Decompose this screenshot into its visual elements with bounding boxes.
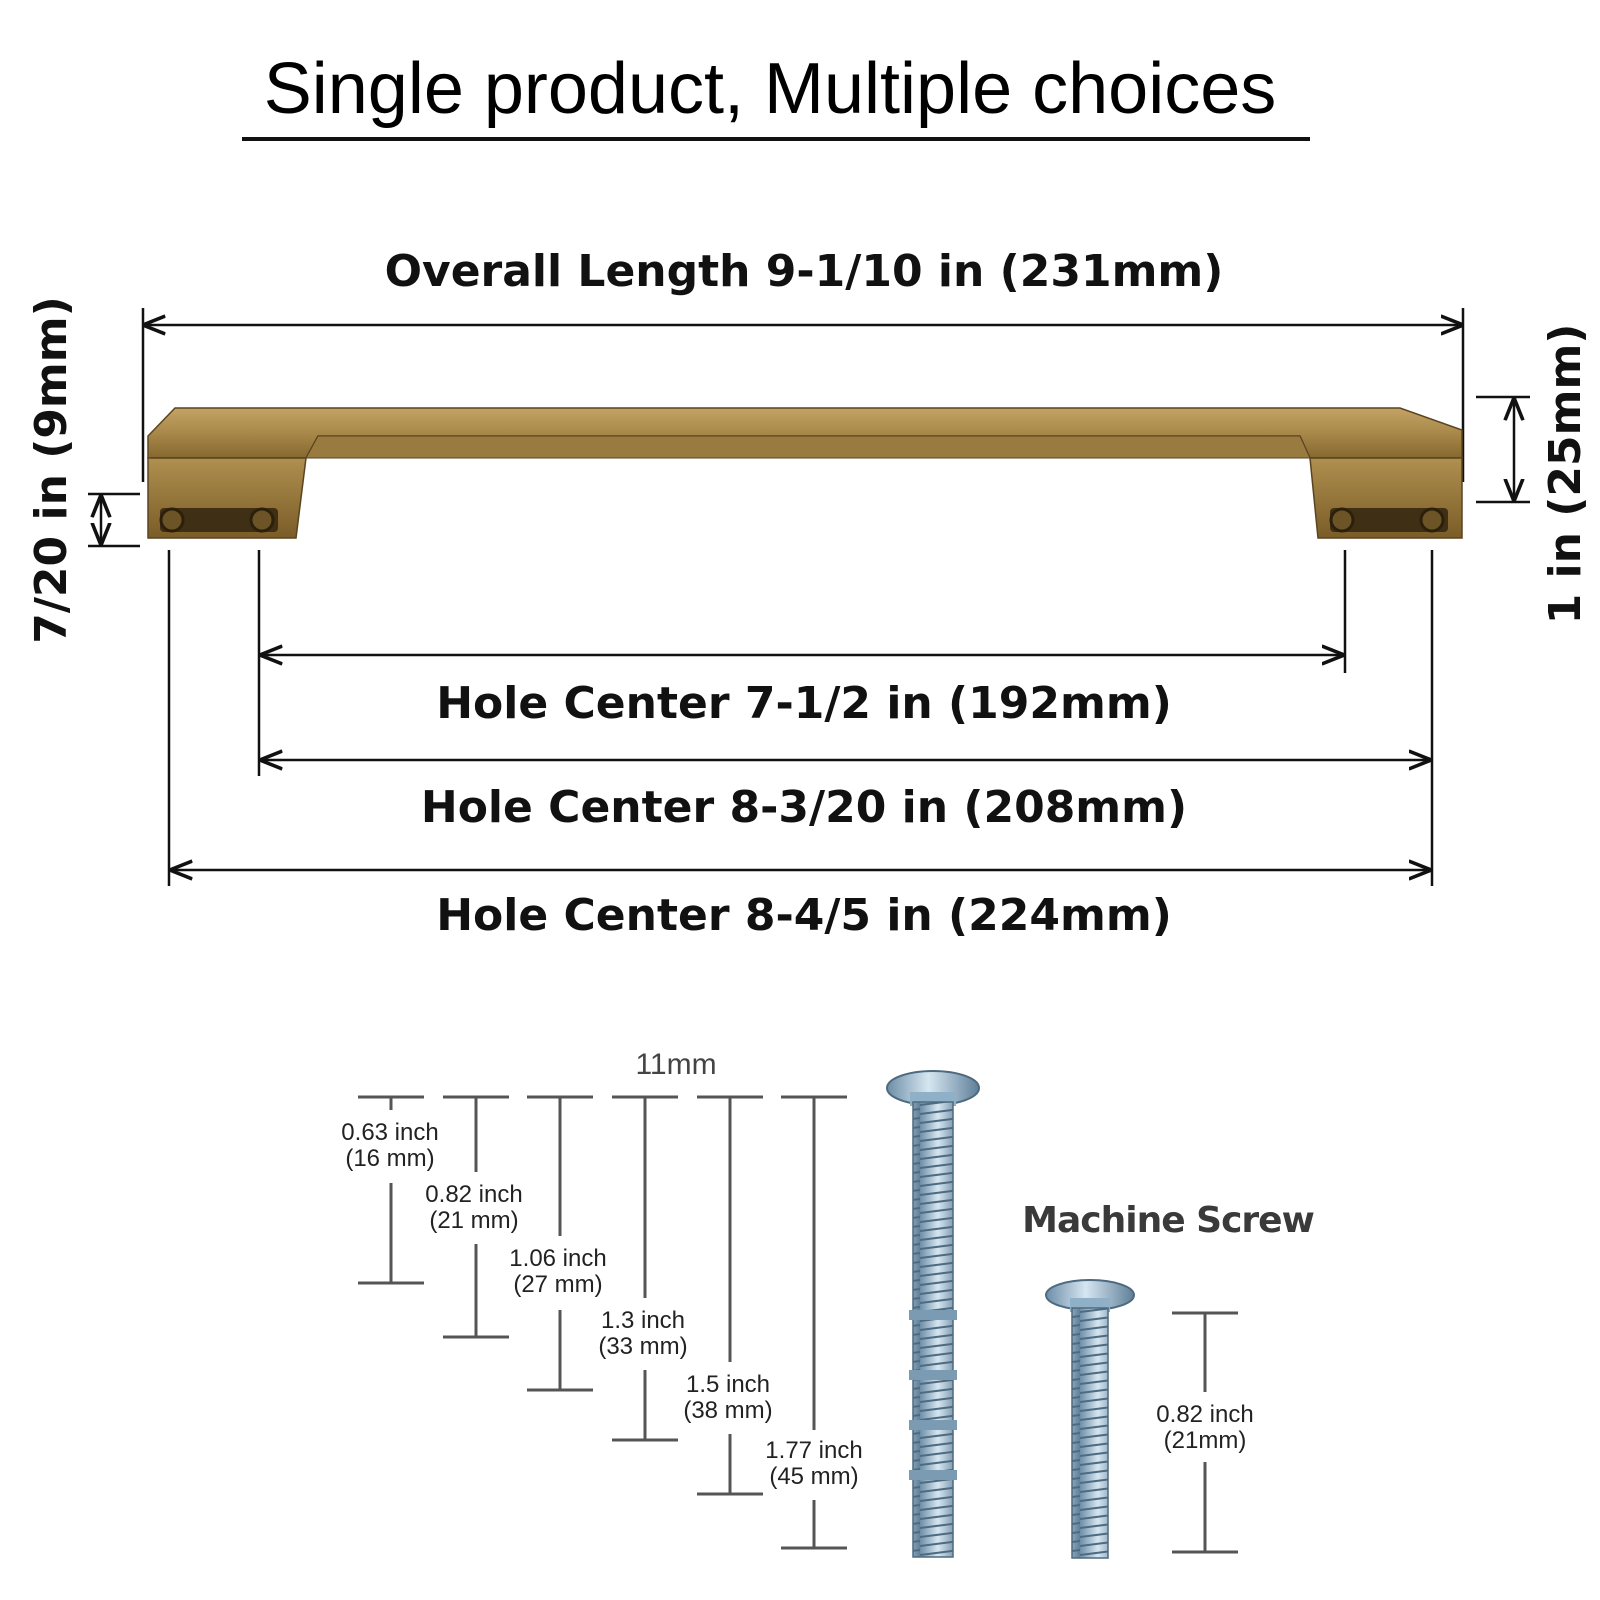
length-3-inch: 1.06 inch xyxy=(509,1245,606,1272)
hole-center-3-label: Hole Center 8-4/5 in (224mm) xyxy=(436,890,1172,941)
mounting-hole-2 xyxy=(249,507,275,533)
machine-screw-mm: (21mm) xyxy=(1164,1427,1247,1454)
screw-length-scale: 0.63 inch (16 mm) 0.82 inch (21 mm) 1.06… xyxy=(341,1095,863,1550)
length-6-inch: 1.77 inch xyxy=(765,1437,862,1464)
length-5-mm: (38 mm) xyxy=(683,1397,772,1424)
length-4-inch: 1.3 inch xyxy=(601,1307,685,1334)
length-3-mm: (27 mm) xyxy=(513,1271,602,1298)
length-2-mm: (21 mm) xyxy=(429,1207,518,1234)
length-1-inch: 0.63 inch xyxy=(341,1119,438,1146)
cabinet-handle-image xyxy=(147,407,1463,539)
mounting-hole-1 xyxy=(159,507,185,533)
screw-head-size-label: 11mm xyxy=(635,1048,716,1081)
length-2-inch: 0.82 inch xyxy=(425,1181,522,1208)
hole-center-2-label: Hole Center 8-3/20 in (208mm) xyxy=(421,782,1187,833)
length-6-mm: (45 mm) xyxy=(769,1463,858,1490)
page-title: Single product, Multiple choices xyxy=(264,49,1277,129)
right-vertical-label: 1 in (25mm) xyxy=(1540,324,1591,625)
machine-screw-image xyxy=(1045,1279,1135,1559)
left-vertical-label: 7/20 in (9mm) xyxy=(26,296,77,644)
length-5-inch: 1.5 inch xyxy=(686,1371,770,1398)
length-4-mm: (33 mm) xyxy=(598,1333,687,1360)
machine-screw-inch: 0.82 inch xyxy=(1156,1401,1253,1428)
mounting-hole-3 xyxy=(1329,507,1355,533)
hole-center-1-label: Hole Center 7-1/2 in (192mm) xyxy=(436,678,1172,729)
long-screw-image xyxy=(886,1070,980,1558)
machine-screw-label: Machine Screw xyxy=(1022,1200,1314,1241)
mounting-hole-4 xyxy=(1419,507,1445,533)
length-1-mm: (16 mm) xyxy=(345,1145,434,1172)
overall-length-label: Overall Length 9-1/10 in (231mm) xyxy=(385,246,1224,297)
